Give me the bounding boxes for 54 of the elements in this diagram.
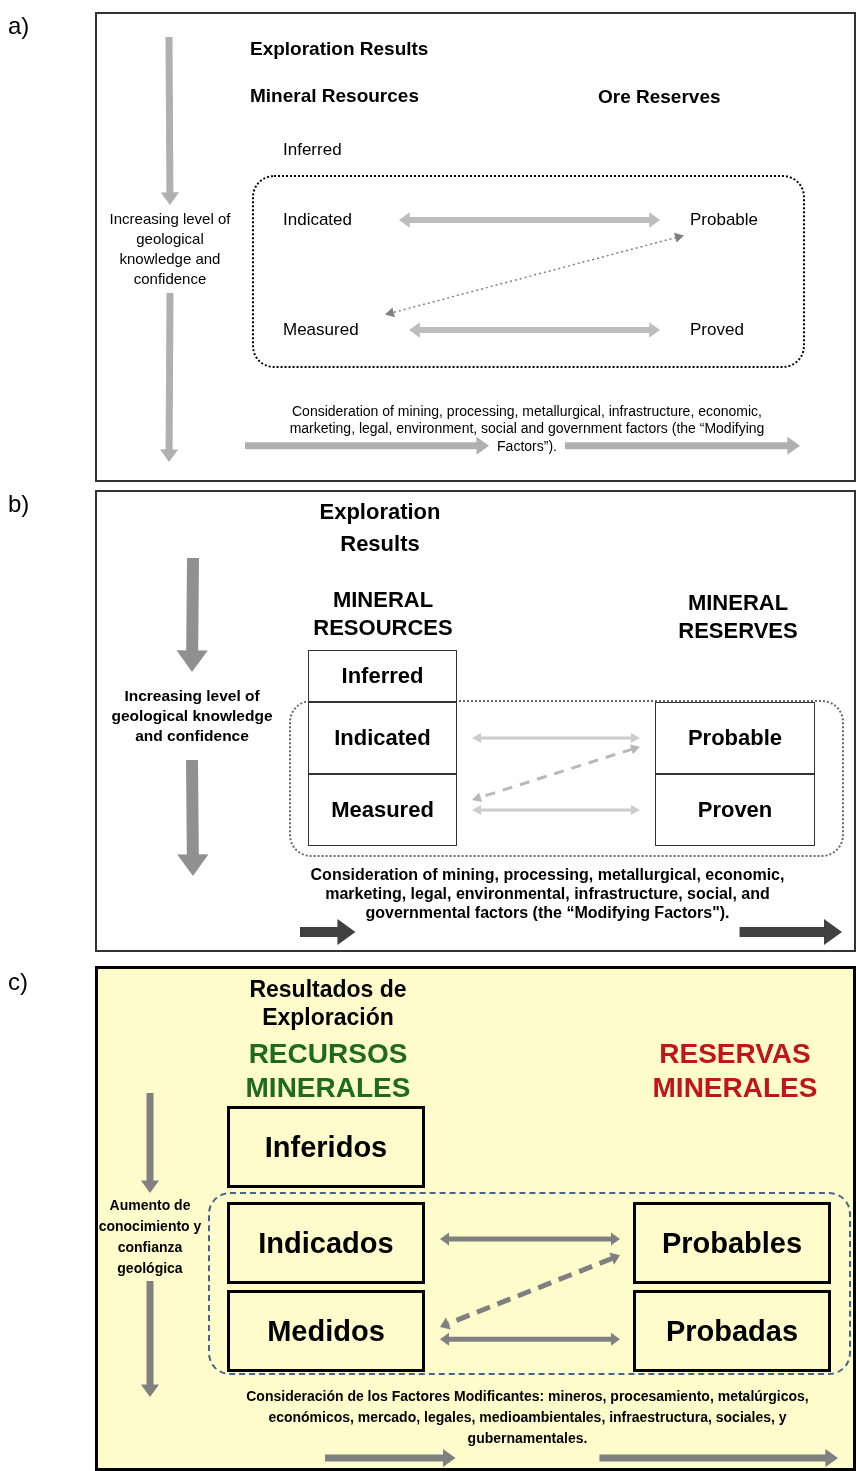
arrow [160, 36, 179, 205]
double-arrow [472, 805, 640, 815]
note-text: Consideración de los Factores Modificantes: mineros, procesamiento, metalúrgicos, económicos, mercado, legales, medioambientales, infraestructura, sociales, y gubernamentales. [240, 1386, 815, 1449]
panel-label: b) [8, 488, 31, 519]
arrow [300, 919, 356, 945]
category-box: Medidos [227, 1290, 425, 1372]
column-heading: Mineral Resources [250, 83, 420, 108]
column-heading: Ore Reserves [598, 84, 722, 109]
category-label: Inferred [283, 139, 343, 161]
heading: Exploration Results [250, 36, 430, 61]
category-box: Proven [655, 774, 815, 846]
arrow [177, 759, 209, 876]
heading: Exploration Results [318, 498, 442, 558]
axis-caption: Increasing level of geological knowledge and confidence [103, 674, 281, 758]
panel-frame [95, 12, 856, 482]
arrow [159, 292, 179, 462]
category-box: Measured [308, 774, 457, 846]
category-box: Inferidos [227, 1106, 425, 1188]
dashed-double-arrow [440, 1252, 620, 1330]
dashed-double-arrow [385, 232, 684, 318]
arrow [564, 436, 800, 455]
panel-label: c) [8, 966, 29, 997]
dashed-double-arrow [472, 744, 640, 802]
column-heading: MINERAL RESOURCES [312, 586, 454, 642]
double-arrow [440, 1332, 620, 1346]
column-heading: MINERAL RESERVES [677, 589, 799, 645]
category-box: Probadas [633, 1290, 831, 1372]
category-label: Measured [283, 316, 379, 344]
double-arrow [399, 212, 660, 228]
panel-label: a) [8, 10, 31, 41]
arrow [739, 919, 842, 945]
panel-frame [95, 966, 856, 1471]
axis-caption: Increasing level of geological knowledge and confidence [100, 207, 240, 291]
heading: Resultados de Exploración [248, 975, 408, 1032]
double-arrow [440, 1232, 620, 1246]
category-label: Probable [690, 206, 780, 234]
arrow [176, 557, 208, 672]
category-box: Probable [655, 702, 815, 774]
category-box: Probables [633, 1202, 831, 1284]
category-box: Indicated [308, 702, 457, 774]
group-outline [289, 700, 844, 857]
category-label: Indicated [283, 206, 369, 234]
category-box: Indicados [227, 1202, 425, 1284]
note-text: Consideration of mining, processing, metallurgical, economic, marketing, legal, environmental, infrastructure, social, and governmental factors (the “Modifying Factors"). [290, 864, 805, 922]
double-arrow [409, 322, 660, 338]
axis-caption: Aumento de conocimiento y confianza geológica [98, 1195, 202, 1279]
column-heading: RESERVAS MINERALES [651, 1037, 819, 1105]
column-heading: RECURSOS MINERALES [244, 1037, 412, 1105]
panel-frame [95, 490, 856, 952]
category-label: Proved [690, 316, 760, 344]
double-arrow [472, 733, 640, 743]
note-text: Consideration of mining, processing, metallurgical, infrastructure, economic, marketing, legal, environment, social and government factors (the “Modifying Factors”). [267, 401, 787, 457]
group-outline [208, 1192, 851, 1375]
category-box: Inferred [308, 650, 457, 702]
